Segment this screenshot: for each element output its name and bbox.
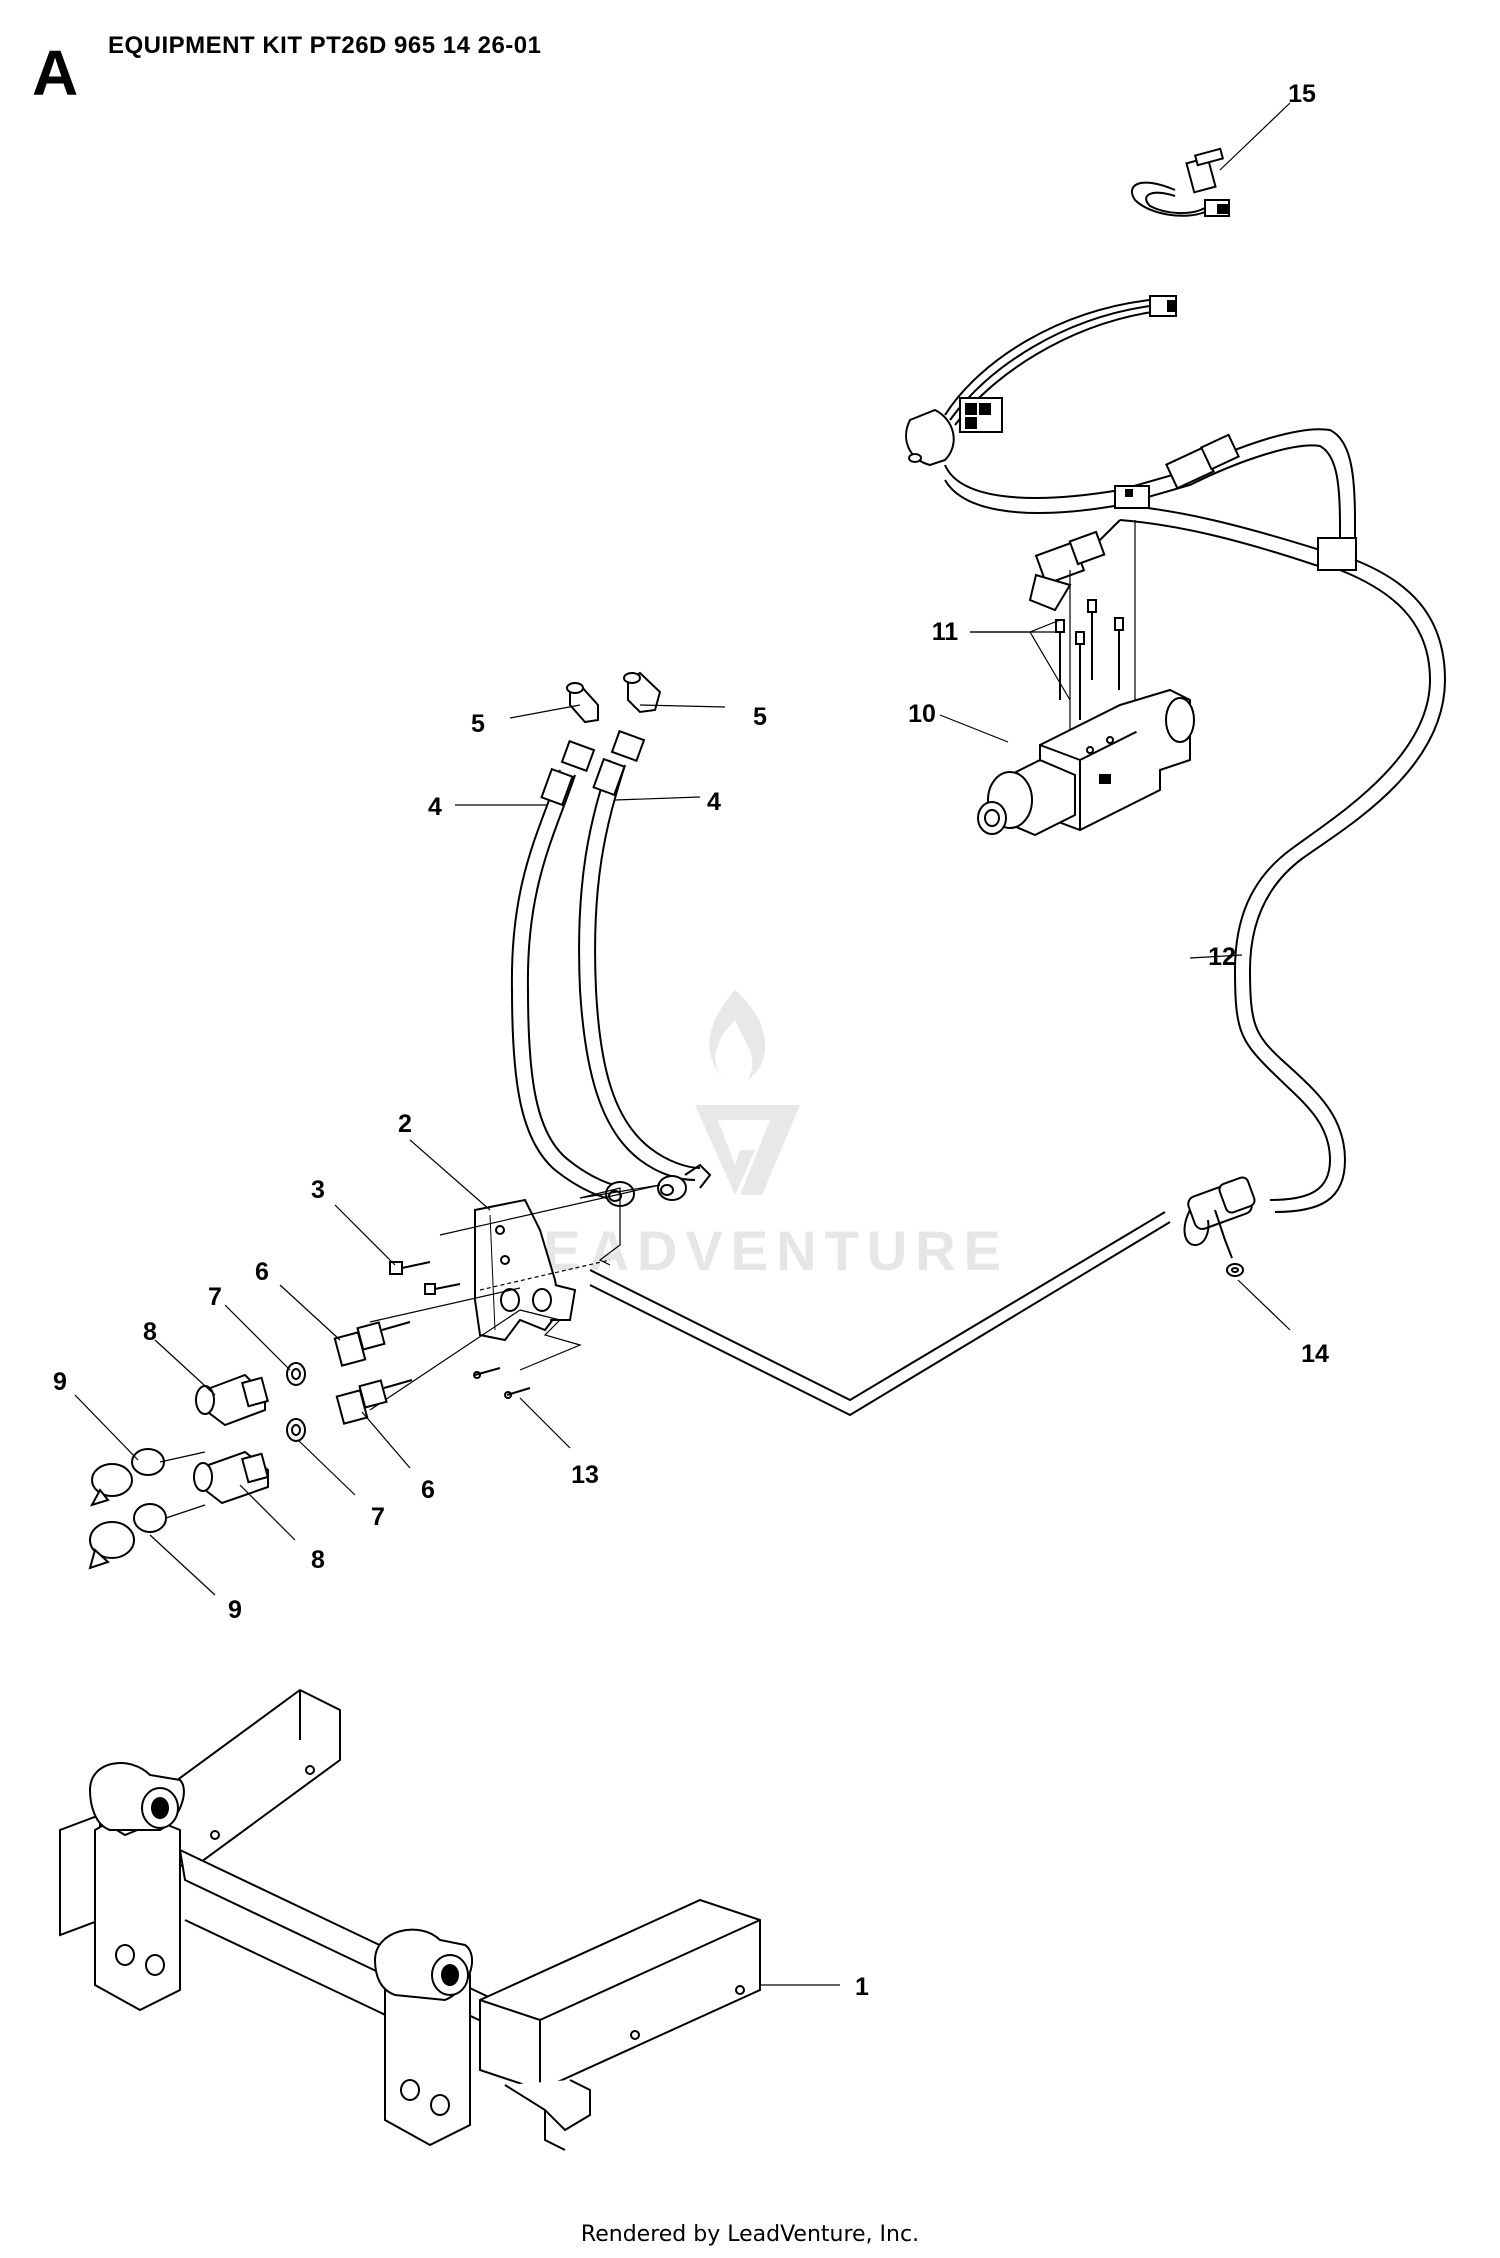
coupler-8a-icon: [195, 1373, 269, 1427]
callout-6b: 6: [421, 1476, 435, 1504]
washer-7a-icon: [286, 1362, 306, 1386]
watermark-text: LEADVENTURE: [501, 1219, 1009, 1282]
valve-solenoid-10-icon: [977, 688, 1195, 837]
callout-13: 13: [571, 1461, 599, 1489]
section-letter: A: [32, 37, 79, 109]
callout-5b: 5: [753, 703, 767, 731]
dust-cap-9b-icon: [88, 1503, 167, 1570]
adapter-6a-icon: [333, 1321, 411, 1367]
callout-15: 15: [1288, 80, 1316, 108]
footer-credit: Rendered by LeadVenture, Inc.: [580, 2222, 920, 2247]
callout-4b: 4: [707, 788, 721, 816]
connector-15-icon: [1130, 147, 1230, 217]
coupler-8b-icon: [193, 1450, 269, 1505]
callout-5a: 5: [471, 710, 485, 738]
callout-6a: 6: [255, 1258, 269, 1286]
callout-4a: 4: [428, 793, 442, 821]
callout-11: 11: [932, 618, 959, 646]
screws-11-icon: [1055, 599, 1124, 720]
callout-2: 2: [398, 1110, 412, 1138]
callout-3: 3: [311, 1176, 325, 1204]
cotter-pin-13-icon: [473, 1367, 531, 1399]
hitch-frame-1-icon: [59, 1688, 761, 2151]
callout-1: 1: [855, 1973, 869, 2001]
wire-harness-top-icon: [589, 295, 1447, 1417]
callout-12: 12: [1208, 943, 1236, 971]
diagram-title: EQUIPMENT KIT PT26D 965 14 26-01: [108, 32, 542, 59]
callout-10: 10: [908, 700, 936, 728]
callout-7b: 7: [371, 1503, 385, 1531]
callout-7a: 7: [208, 1283, 222, 1311]
bracket-2-icon: [474, 1198, 577, 1342]
washer-7b-icon: [286, 1418, 306, 1442]
callout-8a: 8: [143, 1318, 157, 1346]
callout-8b: 8: [311, 1546, 325, 1574]
elbow-fittings-5-icon: [560, 671, 662, 773]
callout-14: 14: [1301, 1340, 1329, 1368]
watermark-logo-icon: [695, 990, 800, 1195]
hydraulic-hoses-4-icon: [510, 757, 712, 1207]
dust-cap-9a-icon: [89, 1448, 165, 1507]
callout-9b: 9: [228, 1596, 242, 1624]
callout-9a: 9: [53, 1368, 67, 1396]
nut-14-icon: [1226, 1263, 1244, 1277]
adapter-6b-icon: [335, 1379, 413, 1425]
bolt-3-icon: [389, 1261, 461, 1295]
